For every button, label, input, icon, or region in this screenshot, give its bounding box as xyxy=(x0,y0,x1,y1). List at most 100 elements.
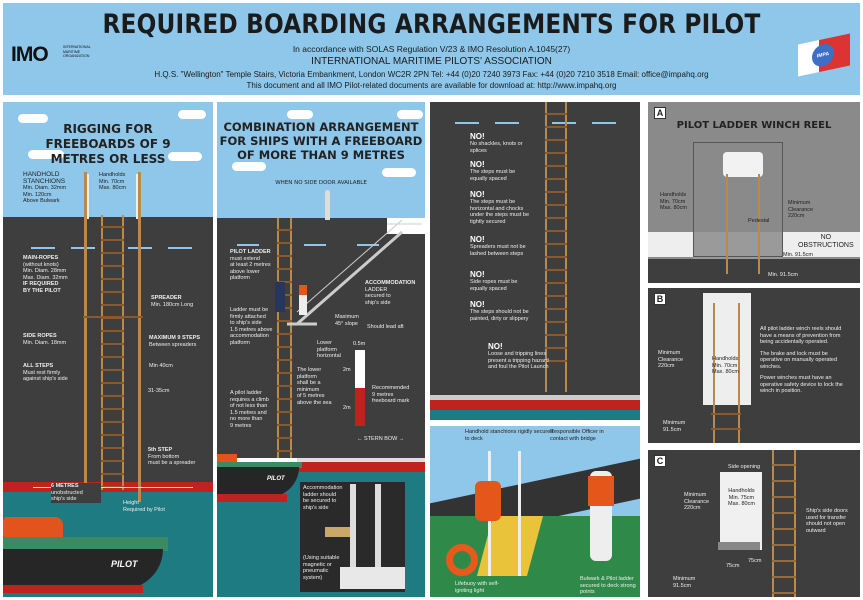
pilot-boat: PILOT xyxy=(217,454,307,509)
depth-label: 75cm xyxy=(726,563,740,569)
warning-heading: NO! xyxy=(470,132,485,141)
stern-bow-label: ← STERN BOW → xyxy=(357,436,405,442)
warning-text: The steps should not be painted, dirty o… xyxy=(470,309,529,322)
clearance-box xyxy=(693,142,783,257)
lifebuoy-label: Lifebuoy with self-igniting light xyxy=(455,581,500,594)
min-width-label: Min. 91.5cm xyxy=(783,252,813,258)
panel-title: COMBINATION ARRANGEMENT FOR SHIPS WITH A… xyxy=(219,120,423,162)
warning-heading: NO! xyxy=(470,235,485,244)
pilot-ladder xyxy=(101,215,124,490)
step-spacing-label: 31-35cm xyxy=(148,388,170,394)
winch-reel xyxy=(723,152,763,177)
handhold-stanchion xyxy=(136,174,138,219)
panel-badge: B xyxy=(654,293,666,305)
boat-name: PILOT xyxy=(267,476,285,482)
poster-header: REQUIRED BOARDING ARRANGEMENTS FOR PILOT… xyxy=(3,3,860,95)
panel-badge: C xyxy=(654,455,666,467)
side-opening-label: Side opening xyxy=(728,464,761,470)
min-width-label-2: Min. 91.5cm xyxy=(768,272,798,278)
lifebuoy xyxy=(446,544,478,576)
warning-text: Loose and tripping lines present a tripp… xyxy=(488,351,549,370)
side-opening xyxy=(720,472,762,550)
address-line: H.Q.S. "Wellington" Temple Stairs, Victo… xyxy=(154,70,709,79)
mark-bottom-label: 2m xyxy=(343,405,351,411)
panel-combination-arrangement: COMBINATION ARRANGEMENT FOR SHIPS WITH A… xyxy=(217,102,425,597)
warning-text: No shackles, knots or splices xyxy=(470,141,523,154)
main-ropes-label: MAIN-ROPES(without knots)Min. Diam. 28mm… xyxy=(23,255,68,294)
winch-reel-front xyxy=(703,293,751,405)
pedestal-label: Pedestal xyxy=(748,218,770,224)
warning-item: NO!Side ropes must be equally spaced xyxy=(470,270,532,292)
panel-title: RIGGING FOR FREEBOARDS OF 9 METRES OR LE… xyxy=(45,122,171,166)
lead-aft-label: Should lead aft xyxy=(367,324,404,330)
side-door-note: Ship's side doors used for transfer shou… xyxy=(806,508,848,534)
warning-heading: NO! xyxy=(470,190,485,199)
spreader xyxy=(83,316,143,318)
width-label: 75cm xyxy=(748,558,762,564)
pilot-ladder xyxy=(772,450,796,597)
warning-text: Side ropes must be equally spaced xyxy=(470,279,518,292)
warning-heading: NO! xyxy=(470,160,485,169)
association-name: INTERNATIONAL MARITIME PILOTS' ASSOCIATI… xyxy=(311,56,552,67)
poster-title: REQUIRED BOARDING ARRANGEMENTS FOR PILOT xyxy=(102,9,761,40)
warning-heading: NO! xyxy=(470,300,485,309)
handhold-stanchion xyxy=(518,451,521,576)
mark-top-label: 2m xyxy=(343,367,351,373)
warning-item: NO!No shackles, knots or splices xyxy=(470,132,532,154)
warning-item: NO!The steps must be horizontal and choc… xyxy=(470,190,532,225)
mark-width-label: 0.5m xyxy=(353,341,366,347)
freeboard-mark-lower xyxy=(355,388,365,426)
stanchions-label: Handhold stanchions rigidly secured to d… xyxy=(465,429,554,442)
panel-deck-arrangement: Handhold stanchions rigidly secured to d… xyxy=(430,426,640,597)
crew-member xyxy=(475,481,501,521)
warning-item: NO!Loose and tripping lines present a tr… xyxy=(488,342,550,371)
min-width-label: Min 40cm xyxy=(149,363,173,369)
warning-heading: NO! xyxy=(470,270,485,279)
warning-item: NO!The steps must be equally spaced xyxy=(470,160,532,182)
bulwark-label: Bulwark & Pilot ladder secured to deck s… xyxy=(580,576,636,595)
accommodation-ladder xyxy=(275,219,422,326)
six-metre-dimension xyxy=(33,487,193,488)
faulty-pilot-ladder xyxy=(545,102,567,372)
poster-subtitle: In accordance with SOLAS Regulation V/23… xyxy=(292,44,571,54)
officer-label: Responsible Officer in contact with brid… xyxy=(550,429,604,442)
panel-title: PILOT LADDER WINCH REEL xyxy=(676,120,832,131)
panel-subtitle: WHEN NO SIDE DOOR AVAILABLE xyxy=(275,180,367,186)
panel-rigging-9m: RIGGING FOR FREEBOARDS OF 9 METRES OR LE… xyxy=(3,102,213,597)
pilot-boat: PILOT xyxy=(3,517,173,597)
handhold-stanchion xyxy=(87,174,89,219)
imo-logo: IMO INTERNATIONAL MARITIME ORGANIZATION xyxy=(11,43,91,66)
download-line: This document and all IMO Pilot-related … xyxy=(246,81,617,90)
warning-item: NO!Spreaders must not be lashed between … xyxy=(470,235,532,257)
warning-text: The steps must be equally spaced xyxy=(470,169,516,182)
warning-text: The steps must be horizontal and chocks … xyxy=(470,199,530,225)
boat-name: PILOT xyxy=(111,559,138,569)
